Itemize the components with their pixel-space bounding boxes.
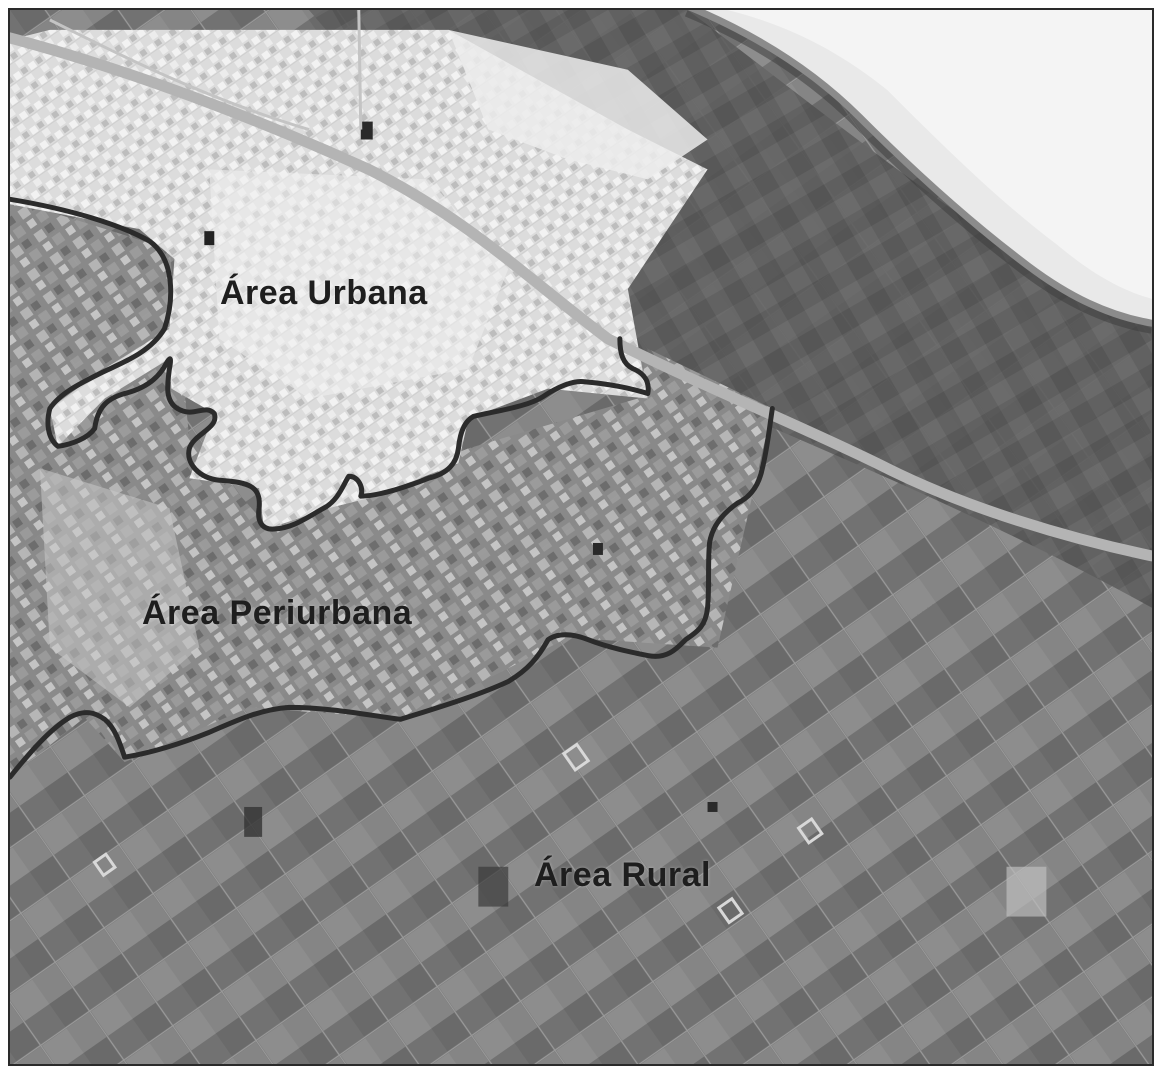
label-area-rural: Área Rural bbox=[534, 856, 711, 894]
label-area-periurbana: Área Periurbana bbox=[142, 594, 413, 632]
highway-line bbox=[10, 32, 1152, 562]
label-area-urbana: Área Urbana bbox=[220, 274, 428, 312]
satellite-map: Área Urbana Área Periurbana Área Rural bbox=[8, 8, 1154, 1066]
zone-boundary-line bbox=[10, 196, 775, 780]
map-canvas bbox=[10, 10, 1152, 1064]
